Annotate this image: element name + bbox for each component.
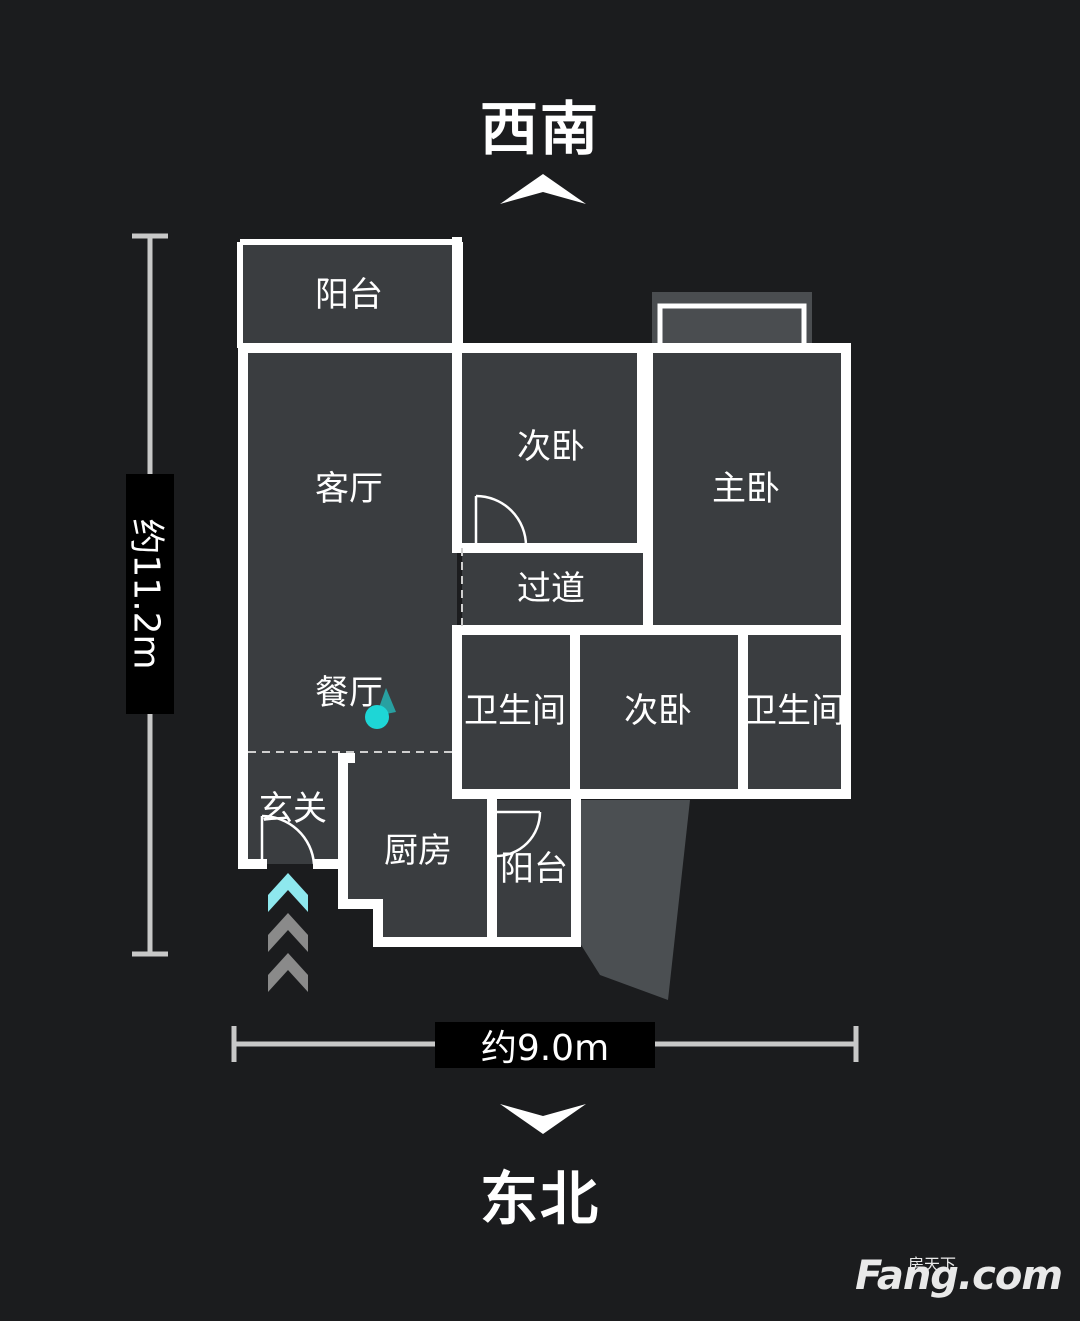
doors	[260, 494, 542, 865]
room-label-corridor: 过道	[517, 569, 585, 609]
room-label-bedroom-second-2: 次卧	[624, 691, 692, 731]
room-label-master-bedroom: 主卧	[712, 469, 780, 509]
chevron-down-icon	[500, 1104, 586, 1134]
location-dot-icon	[365, 688, 396, 729]
room-floors	[243, 242, 846, 1000]
double-chevron-up-icon	[268, 873, 308, 992]
room-label-balcony-bottom: 阳台	[500, 849, 568, 889]
room-label-dining-room: 餐厅	[315, 673, 383, 713]
dashed-partitions	[248, 548, 463, 753]
room-label-bathroom-1: 卫生间	[464, 691, 566, 731]
balcony-rails	[237, 239, 807, 348]
fang-logo: 房天下 Fang.com	[855, 1253, 1063, 1299]
width-dimension-label: 约9.0m	[435, 1022, 655, 1069]
room-label-living-room: 客厅	[315, 469, 383, 509]
room-label-balcony-top: 阳台	[315, 275, 383, 315]
logo-tagline: 房天下	[907, 1255, 956, 1274]
height-dimension-text: 约11.2m	[126, 518, 168, 670]
room-label-kitchen: 厨房	[384, 831, 452, 871]
room-label-entrance: 玄关	[259, 789, 327, 829]
direction-top-label: 西南	[479, 95, 600, 163]
direction-bottom-label: 东北	[479, 1165, 600, 1233]
chevron-up-icon	[500, 174, 586, 204]
room-label-bathroom-2: 卫生间	[743, 691, 845, 731]
logo-wordmark: Fang.com	[855, 1253, 1063, 1299]
room-label-bedroom-second-1: 次卧	[517, 427, 585, 467]
height-dimension-label: 约11.2m	[126, 474, 174, 714]
